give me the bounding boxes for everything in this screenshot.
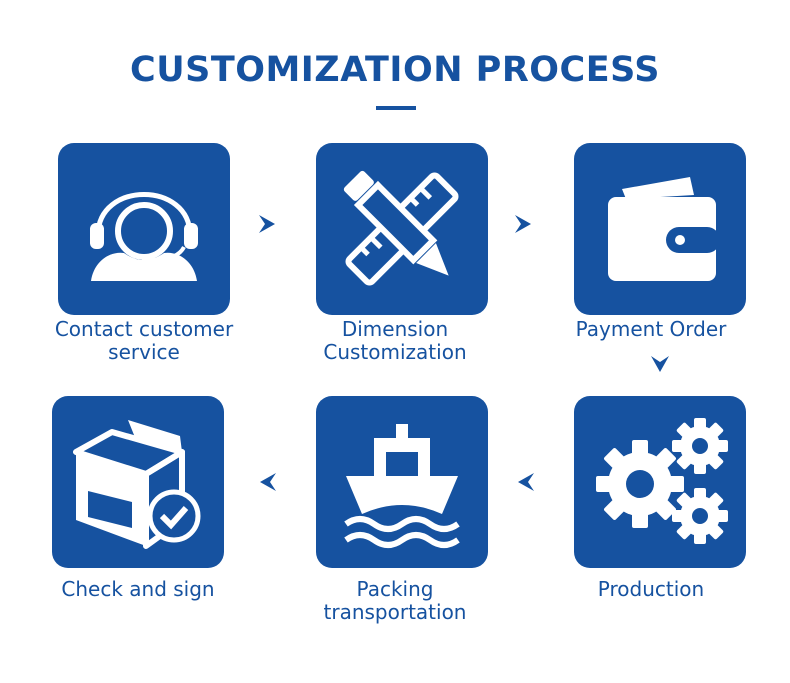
step-packing-tile bbox=[316, 396, 488, 568]
step-production-tile bbox=[574, 396, 746, 568]
step-payment-tile bbox=[574, 143, 746, 315]
box-check-icon bbox=[73, 420, 201, 549]
ship-icon bbox=[344, 424, 460, 548]
step-dimension-tile bbox=[316, 143, 488, 315]
step-payment-label: Payment Order bbox=[575, 317, 727, 341]
gears-icon bbox=[596, 418, 728, 544]
title-underline bbox=[376, 106, 416, 110]
arrow-down-icon bbox=[648, 352, 672, 376]
arrow-right-icon bbox=[511, 212, 535, 236]
step-check-tile bbox=[52, 396, 224, 568]
headset-user-icon bbox=[90, 192, 198, 281]
page-title: CUSTOMIZATION PROCESS bbox=[130, 50, 660, 90]
arrow-left-icon bbox=[514, 470, 538, 494]
arrow-left-icon bbox=[256, 470, 280, 494]
wallet-icon bbox=[608, 177, 720, 281]
arrow-right-icon bbox=[255, 212, 279, 236]
step-production-label: Production bbox=[597, 577, 705, 601]
pencil-ruler-icon bbox=[343, 170, 459, 286]
step-contact-tile bbox=[58, 143, 230, 315]
step-check-label: Check and sign bbox=[61, 577, 215, 601]
